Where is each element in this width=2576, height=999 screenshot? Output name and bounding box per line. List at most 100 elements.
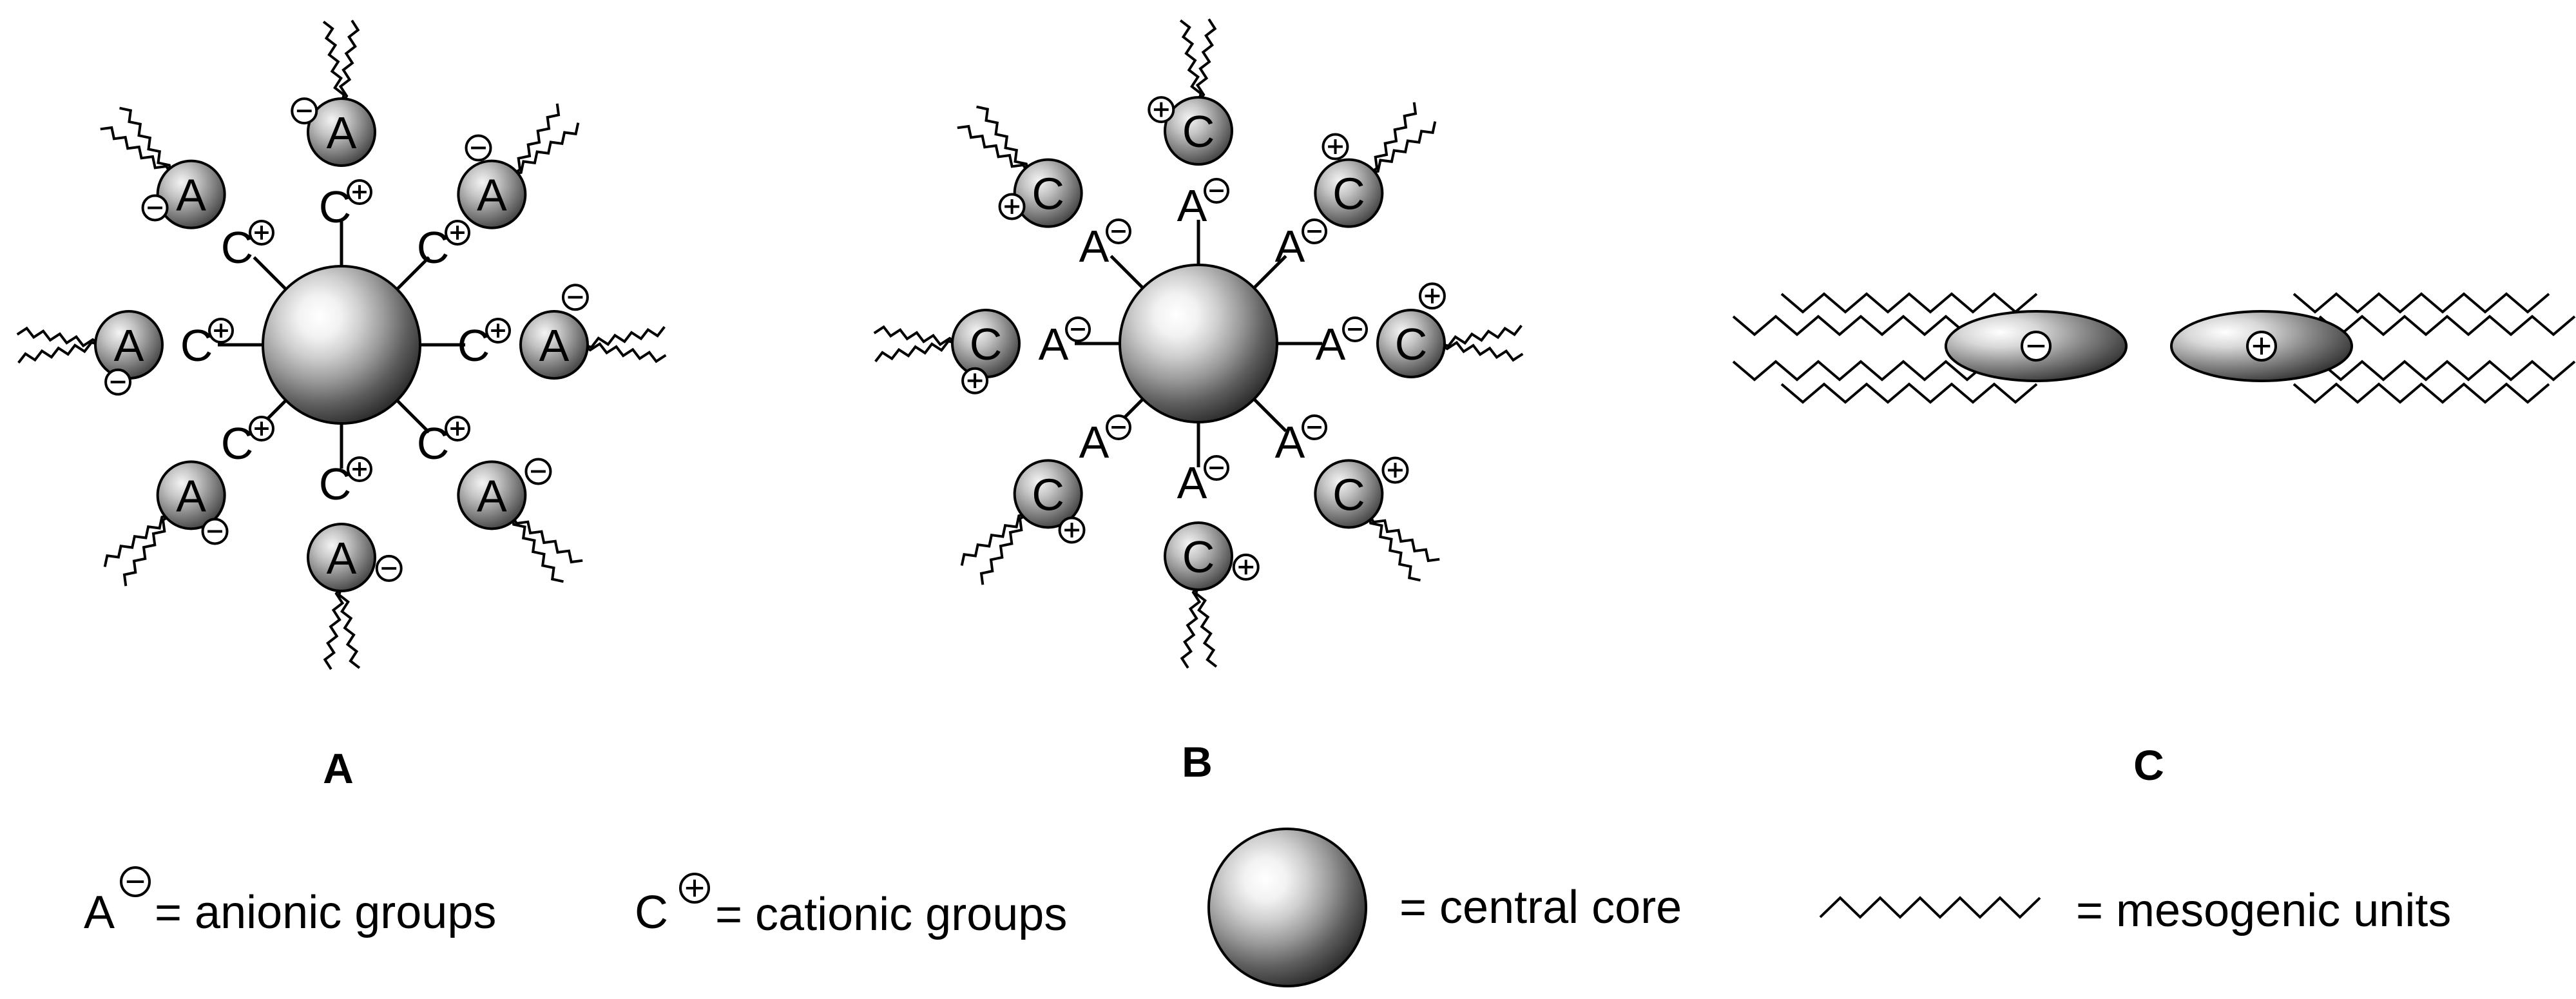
core-group-charge-icon: [1302, 414, 1328, 441]
counter-ion-charge-icon: [1232, 553, 1260, 581]
core-group: C: [457, 318, 511, 371]
counter-ion: A: [457, 458, 583, 583]
mesogenic-tail-icon: [1368, 102, 1437, 175]
core-group-charge-icon: [248, 219, 274, 246]
core-group: A: [1275, 414, 1328, 467]
core-group: C: [417, 219, 471, 273]
core-group-charge-icon: [208, 318, 234, 344]
core-group-letter: A: [1079, 417, 1110, 467]
core-group-letter: C: [457, 320, 490, 371]
counter-ion-charge-icon: [201, 518, 229, 545]
core-group-letter: C: [417, 418, 450, 469]
mesogenic-chain-icon: [1732, 315, 1990, 336]
legend-mesogen-text: = mesogenic units: [2076, 885, 2451, 936]
core-group-letter: C: [180, 320, 213, 371]
counter-ion: A: [100, 106, 226, 229]
mesogenic-tail-icon: [1367, 513, 1440, 582]
core-group-letter: C: [221, 418, 254, 469]
panel-label-b: B: [1182, 738, 1213, 786]
mesogenic-chain-icon: [1780, 292, 2038, 314]
counter-ion-letter: C: [1332, 169, 1365, 219]
core-group-charge-icon: [1105, 218, 1131, 244]
counter-ion-charge-icon: [1058, 516, 1086, 544]
counter-ion-letter: A: [327, 108, 357, 158]
core-group-letter: C: [319, 182, 352, 232]
core-group-charge-icon: [1065, 316, 1091, 342]
counter-ion-letter: A: [176, 170, 206, 220]
core-group-charge-icon: [485, 318, 511, 344]
counter-ion: A: [519, 284, 667, 380]
counter-ion-sphere-icon: [1013, 459, 1083, 529]
core-group: C: [221, 219, 274, 273]
legend-cation-charge-icon: [679, 873, 710, 904]
counter-ion-charge-icon: [291, 97, 318, 125]
counter-ion-letter: C: [1032, 469, 1064, 519]
legend-mesogen: = mesogenic units: [1819, 885, 2451, 936]
counter-ion-letter: C: [970, 319, 1003, 369]
counter-ion-sphere-icon: [457, 159, 527, 229]
legend-cation: C = cationic groups: [635, 873, 1067, 940]
counter-ion: C: [1314, 456, 1440, 582]
counter-ion: A: [307, 523, 403, 670]
mesogenic-chain-icon: [2292, 382, 2550, 404]
mesogenic-tail-icon: [100, 106, 173, 175]
core-bond: [1253, 255, 1287, 289]
counter-ion-charge-icon: [1148, 96, 1175, 124]
mesogenic-chain-icon: [2292, 292, 2550, 314]
counter-ion-sphere-icon: [307, 523, 376, 592]
core-group-letter: C: [221, 222, 254, 273]
core-group-letter: A: [1177, 458, 1207, 508]
core-group-charge-icon: [347, 456, 372, 482]
core-group-letter: A: [1079, 221, 1110, 271]
core-group-letter: A: [1316, 319, 1346, 369]
legend-anion-text: = anionic groups: [155, 887, 496, 938]
mesogenic-tail-icon: [1180, 584, 1218, 669]
panel-label-a: A: [323, 744, 354, 792]
counter-ion: A: [457, 103, 580, 229]
core-group: C: [417, 416, 471, 469]
cation-charge-icon: [2246, 331, 2277, 362]
core-group-charge-icon: [1204, 178, 1229, 204]
core-bond: [396, 399, 430, 434]
core-bond: [1110, 255, 1144, 289]
central-core-sphere-icon: [262, 265, 421, 425]
core-group-charge-icon: [1342, 316, 1368, 342]
core-group-charge-icon: [347, 179, 372, 205]
legend-core-text: = central core: [1399, 882, 1682, 933]
mesogenic-tail-icon: [323, 585, 361, 670]
core-group-letter: A: [1039, 319, 1069, 369]
counter-ion-charge-icon: [141, 194, 169, 222]
counter-ion-sphere-icon: [457, 460, 527, 530]
mesogenic-tail-icon: [322, 19, 360, 104]
counter-ion-charge-icon: [998, 193, 1026, 220]
counter-ion-letter: A: [539, 320, 570, 371]
core-group-charge-icon: [445, 416, 471, 442]
mesogenic-tail-icon: [957, 105, 1030, 174]
counter-ion-charge-icon: [375, 554, 403, 582]
counter-ion: A: [291, 19, 376, 167]
counter-ion: C: [1376, 282, 1524, 378]
counter-ion-letter: A: [327, 533, 357, 583]
counter-ion: C: [960, 459, 1086, 585]
counter-ion: C: [1164, 521, 1260, 669]
core-group: C: [180, 318, 234, 371]
counter-ion: C: [957, 105, 1083, 228]
legend-anion: A = anionic groups: [84, 866, 496, 938]
counter-ion-letter: C: [1332, 469, 1365, 519]
mesogenic-tail-icon: [103, 514, 172, 587]
counter-ion-sphere-icon: [1164, 521, 1233, 591]
counter-ion-sphere-icon: [1314, 158, 1384, 228]
counter-ion: A: [103, 460, 229, 587]
counter-ion-charge-icon: [1418, 282, 1446, 310]
mesogenic-chain-icon: [1780, 382, 2038, 404]
mesogenic-chain-icon: [1732, 360, 1990, 382]
mesogenic-tail-icon: [960, 512, 1029, 585]
core-group-charge-icon: [1302, 218, 1328, 244]
core-group: A: [1177, 455, 1229, 508]
mesogenic-tail-icon: [1179, 18, 1217, 103]
counter-ion-charge-icon: [561, 284, 589, 311]
core-group: A: [1316, 316, 1368, 369]
core-group: C: [319, 179, 372, 232]
counter-ion-charge-icon: [1322, 133, 1349, 160]
